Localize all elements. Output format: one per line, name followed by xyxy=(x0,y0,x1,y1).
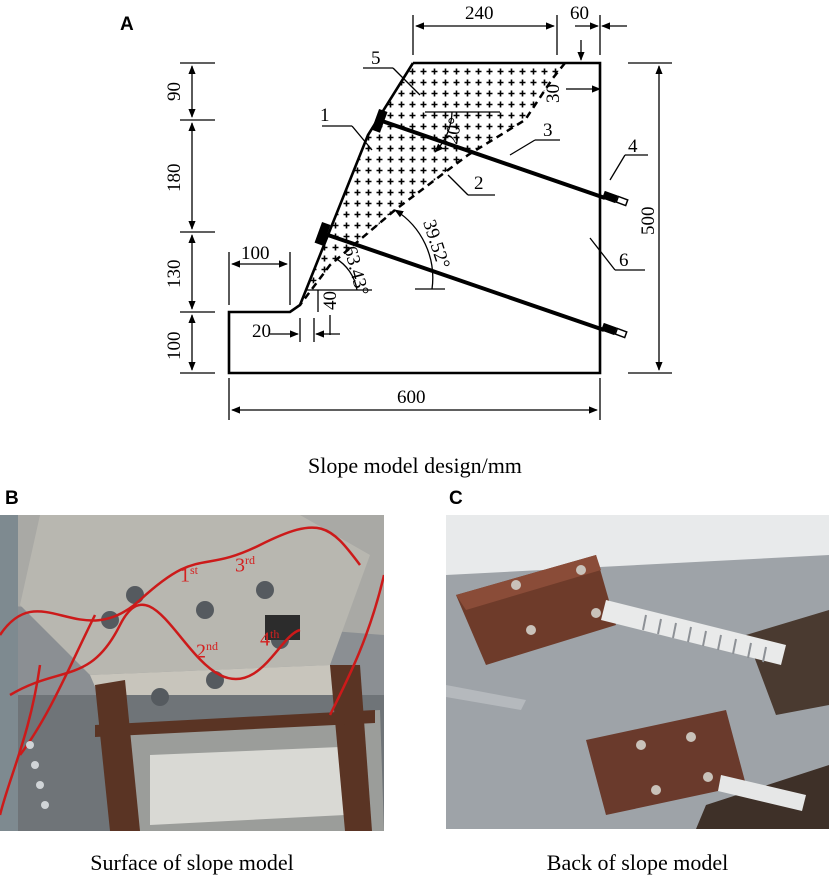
back-photo xyxy=(446,515,829,829)
dim-left-130: 130 xyxy=(164,260,185,289)
panel-a-caption: Slope model design/mm xyxy=(308,453,522,478)
dim-top-width: 240 xyxy=(465,3,494,24)
marker-3rd: 3rd xyxy=(235,553,255,577)
callout-3: 3 xyxy=(543,120,553,141)
dim-notch: 30 xyxy=(543,84,564,103)
dim-base-width: 600 xyxy=(397,387,426,408)
callout-5: 5 xyxy=(371,48,381,69)
panel-c-caption: Back of slope model xyxy=(546,850,729,875)
sliding-mass xyxy=(300,63,565,305)
panel-b-caption: Surface of slope model xyxy=(90,850,294,875)
dim-left-90: 90 xyxy=(164,82,185,101)
slip-surface xyxy=(299,62,566,306)
panel-b-letter: B xyxy=(5,488,19,509)
anchor-upper xyxy=(371,108,629,207)
marker-4th: 4th xyxy=(260,627,280,651)
marker-2nd: 2nd xyxy=(196,639,218,663)
panel-a-letter: A xyxy=(120,14,134,35)
surface-photo: 1st 2nd 3rd 4th xyxy=(0,515,384,831)
dim-toe-40: 40 xyxy=(320,291,341,310)
dim-left-180: 180 xyxy=(164,164,185,193)
angle-upper: 20° xyxy=(441,116,466,146)
anchor-lower xyxy=(314,221,628,339)
dim-toe-step: 20 xyxy=(252,321,271,342)
marker-1st: 1st xyxy=(180,563,199,587)
slope-model-diagram: 240 60 30 90 180 130 100 500 600 100 20 … xyxy=(164,3,672,420)
dim-toe-width: 100 xyxy=(241,243,270,264)
callout-4: 4 xyxy=(628,136,638,157)
model-outline xyxy=(227,61,602,375)
dim-height: 500 xyxy=(638,207,659,236)
dim-top-right: 60 xyxy=(570,3,589,24)
dim-left-100: 100 xyxy=(164,332,185,361)
callout-2: 2 xyxy=(474,173,484,194)
panel-c-letter: C xyxy=(449,488,463,509)
angle-lower-anchor: 39.52° xyxy=(418,217,454,271)
callout-1: 1 xyxy=(320,105,330,126)
callout-6: 6 xyxy=(619,250,629,271)
